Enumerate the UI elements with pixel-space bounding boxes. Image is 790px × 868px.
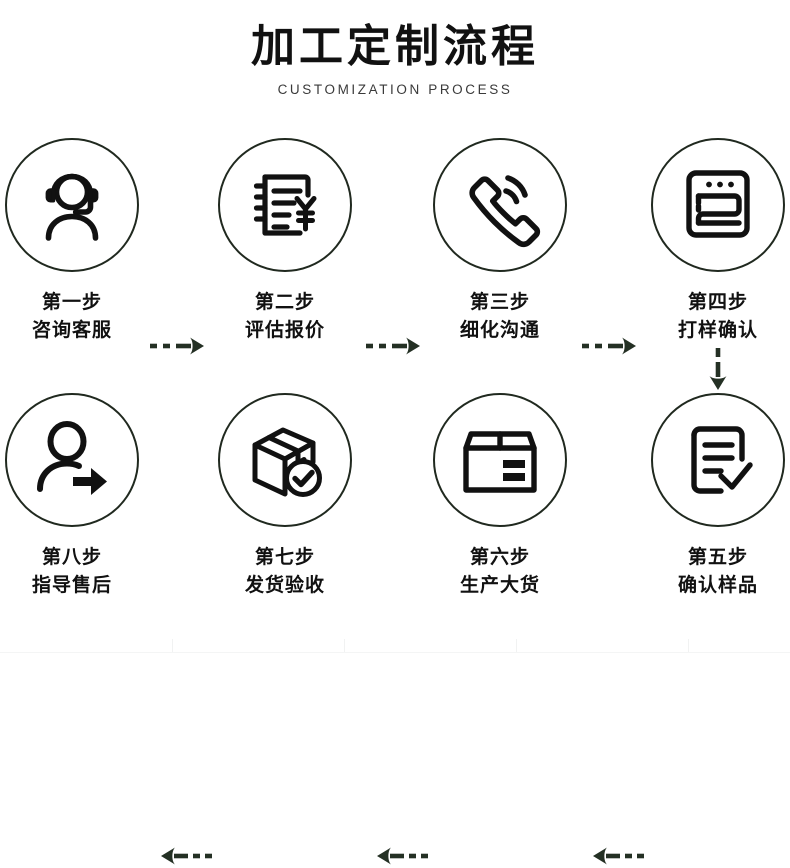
step-3-name: 细化沟通 [459, 318, 540, 341]
seam-divider [172, 639, 173, 653]
document-check-icon [691, 426, 753, 494]
connector-7-8 [146, 844, 218, 868]
step-7[interactable]: 第七步 发货验收 [197, 393, 373, 599]
step-5-label: 第五步 [687, 546, 748, 568]
step-5-caption: 第五步 确认样品 [630, 544, 790, 599]
step-1-name: 咨询客服 [31, 318, 112, 341]
step-7-label: 第七步 [254, 546, 315, 568]
step-3[interactable]: 第三步 细化沟通 [412, 138, 588, 344]
step-8-name: 指导售后 [31, 573, 112, 596]
arrow-right-icon [150, 337, 204, 355]
step-7-name: 发货验收 [244, 573, 325, 596]
step-6[interactable]: 第六步 生产大货 [412, 393, 588, 599]
step-1-circle [5, 138, 139, 272]
connector-4-5 [706, 346, 730, 392]
step-7-caption: 第七步 发货验收 [197, 544, 373, 599]
seam-divider [688, 639, 689, 653]
step-4-name: 打样确认 [677, 318, 758, 341]
sewing-machine-icon [686, 170, 750, 238]
step-4-circle [651, 138, 785, 272]
step-3-label: 第三步 [469, 291, 530, 313]
step-2-label: 第二步 [254, 291, 315, 313]
customization-process-infographic: 加工定制流程 CUSTOMIZATION PROCESS [0, 21, 790, 865]
page-subtitle: CUSTOMIZATION PROCESS [277, 81, 513, 97]
step-6-name: 生产大货 [459, 573, 540, 596]
seam-divider [516, 639, 517, 653]
step-2-caption: 第二步 评估报价 [197, 289, 373, 344]
step-8-label: 第八步 [41, 546, 102, 568]
flow-row-bottom: 第八步 指导售后 [0, 393, 790, 865]
arrow-right-icon [582, 337, 636, 355]
step-4-label: 第四步 [687, 291, 748, 313]
step-8-caption: 第八步 指导售后 [0, 544, 160, 599]
step-5[interactable]: 第五步 确认样品 [630, 393, 790, 599]
step-1-label: 第一步 [41, 291, 102, 313]
connector-6-7 [362, 844, 434, 868]
step-3-circle [433, 138, 567, 272]
step-7-circle [218, 393, 352, 527]
arrow-down-icon [709, 348, 727, 390]
step-8-circle [5, 393, 139, 527]
flow-row-top: 第一步 咨询客服 [0, 138, 790, 368]
arrow-left-icon [593, 847, 644, 865]
header: 加工定制流程 CUSTOMIZATION PROCESS [0, 21, 790, 97]
step-6-label: 第六步 [469, 546, 530, 568]
step-2-circle [218, 138, 352, 272]
carton-box-icon [463, 431, 537, 493]
step-5-circle [651, 393, 785, 527]
step-8[interactable]: 第八步 指导售后 [0, 393, 160, 599]
headset-support-agent-icon [45, 173, 99, 241]
step-6-caption: 第六步 生产大货 [412, 544, 588, 599]
step-6-circle [433, 393, 567, 527]
quotation-notebook-yuan-icon [253, 174, 317, 236]
step-4-caption: 第四步 打样确认 [630, 289, 790, 344]
step-3-caption: 第三步 细化沟通 [412, 289, 588, 344]
bottom-seams [0, 639, 790, 653]
step-2[interactable]: 第二步 评估报价 [197, 138, 373, 344]
connector-1-2 [146, 334, 218, 358]
arrow-right-icon [366, 337, 420, 355]
package-verified-icon [252, 427, 322, 497]
connector-3-4 [578, 334, 650, 358]
connector-5-6 [578, 844, 650, 868]
phone-call-icon [469, 175, 541, 248]
seam-divider [344, 639, 345, 653]
arrow-left-icon [161, 847, 212, 865]
step-4[interactable]: 第四步 打样确认 [630, 138, 790, 344]
step-1-caption: 第一步 咨询客服 [0, 289, 160, 344]
arrow-left-icon [377, 847, 428, 865]
page-title: 加工定制流程 [251, 21, 539, 72]
step-2-name: 评估报价 [244, 318, 325, 341]
step-5-name: 确认样品 [677, 573, 758, 596]
connector-2-3 [362, 334, 434, 358]
step-1[interactable]: 第一步 咨询客服 [0, 138, 160, 344]
person-arrow-aftersales-icon [37, 421, 107, 495]
